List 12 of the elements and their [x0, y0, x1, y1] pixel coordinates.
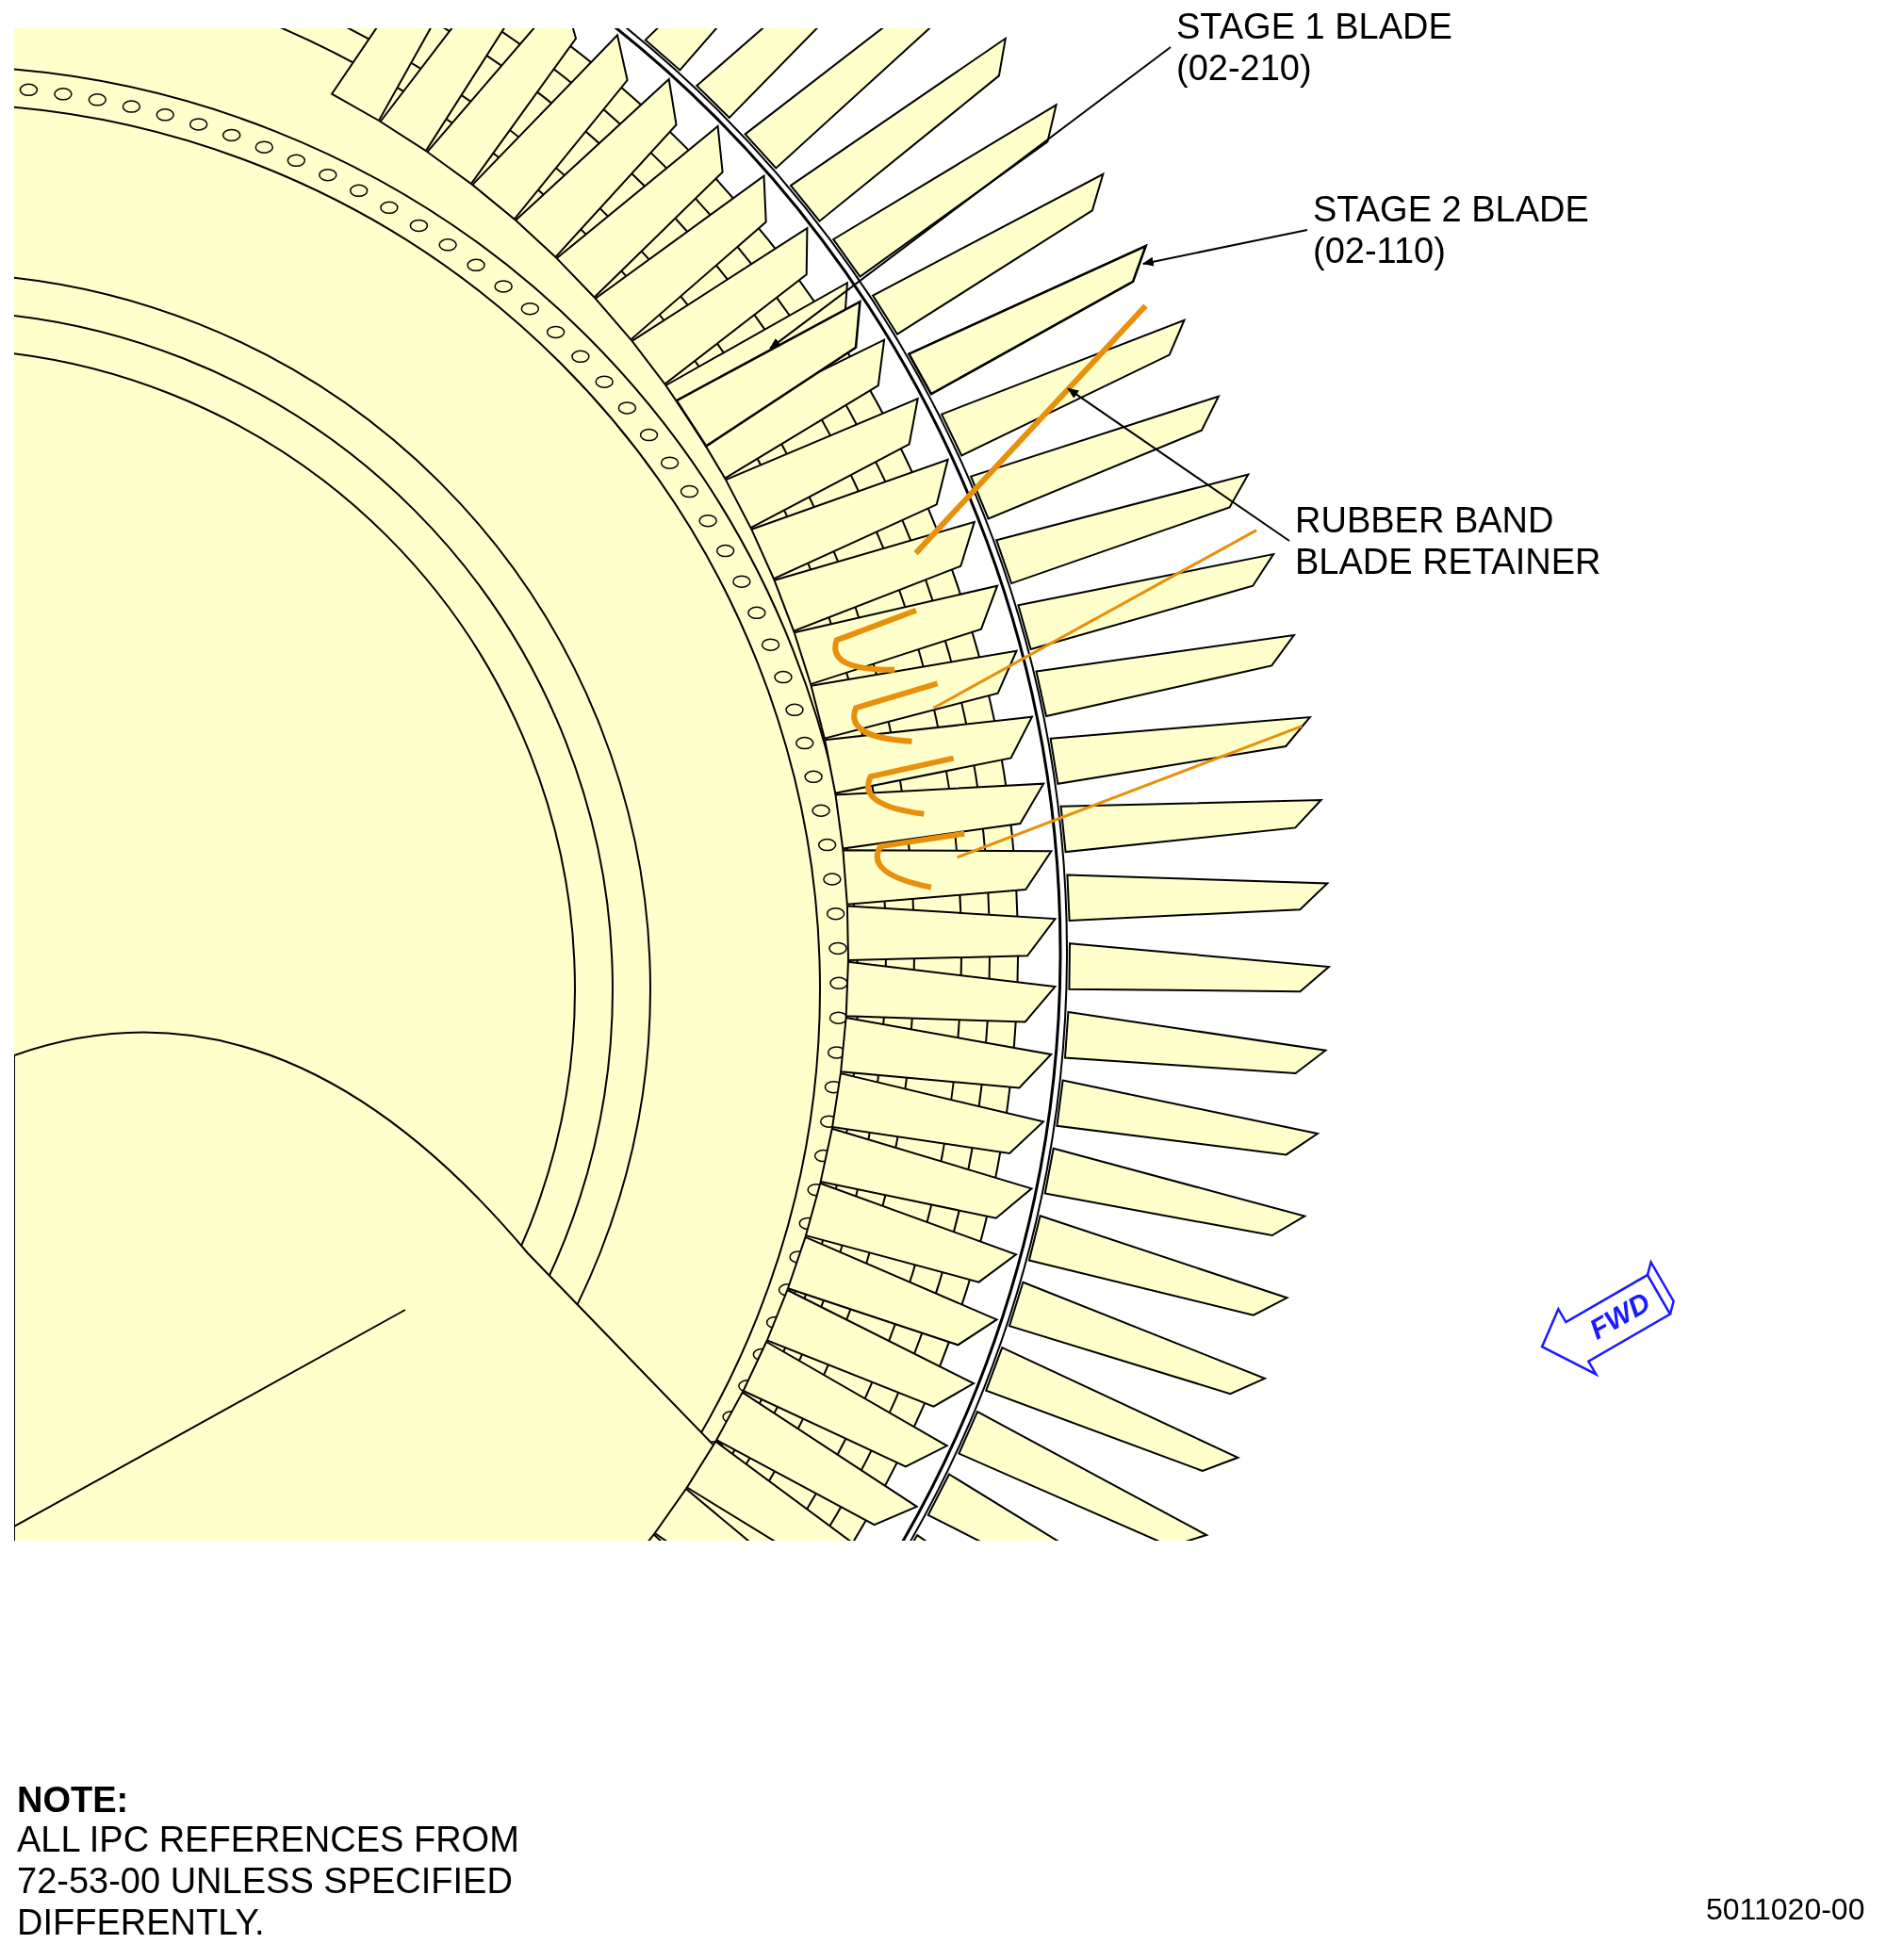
callout-text: STAGE 2 BLADE (02-110)	[1313, 188, 1624, 271]
retainer-band	[913, 303, 1148, 556]
note-text: ALL IPC REFERENCES FROM 72-53-00 UNLESS SPECIFIED DIFFERENTLY.	[17, 1819, 520, 1943]
callout-text: STAGE 1 BLADE (02-210)	[1176, 6, 1487, 89]
leader-line	[1067, 387, 1290, 542]
callout-text: RUBBER BAND BLADE RETAINER	[1295, 499, 1620, 582]
drawing-number: 5011020-00	[1706, 1891, 1866, 1928]
stage-1-blade	[675, 299, 861, 449]
stage-2-blade	[907, 243, 1148, 396]
leader-line	[1141, 229, 1308, 267]
leader-line	[769, 46, 1172, 350]
note-heading: NOTE:	[17, 1779, 130, 1821]
